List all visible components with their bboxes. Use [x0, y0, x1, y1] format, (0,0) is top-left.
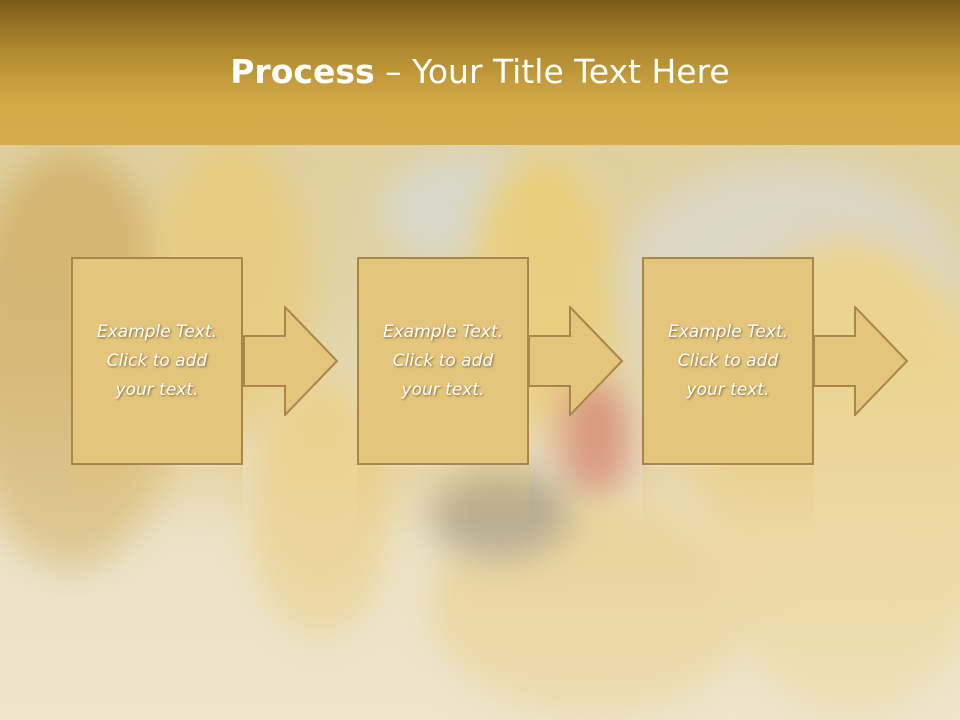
step-3-reflection	[642, 467, 814, 537]
arrow-right-icon	[243, 306, 339, 416]
arrow-right-icon	[528, 306, 624, 416]
process-step-2[interactable]: Example Text. Click to add your text.	[357, 257, 529, 465]
step-2-reflection	[357, 467, 529, 537]
arrow-right-icon	[813, 306, 909, 416]
title-bold: Process	[230, 52, 375, 91]
step-1-text[interactable]: Example Text. Click to add your text.	[96, 321, 218, 400]
step-2-text[interactable]: Example Text. Click to add your text.	[382, 321, 504, 400]
step-3-text[interactable]: Example Text. Click to add your text.	[667, 321, 789, 400]
step-1-reflection	[71, 467, 243, 537]
page-title[interactable]: Process – Your Title Text Here	[0, 52, 960, 91]
title-rest: – Your Title Text Here	[374, 52, 730, 91]
process-step-3[interactable]: Example Text. Click to add your text.	[642, 257, 814, 465]
process-step-1[interactable]: Example Text. Click to add your text.	[71, 257, 243, 465]
title-band: Process – Your Title Text Here	[0, 0, 960, 145]
